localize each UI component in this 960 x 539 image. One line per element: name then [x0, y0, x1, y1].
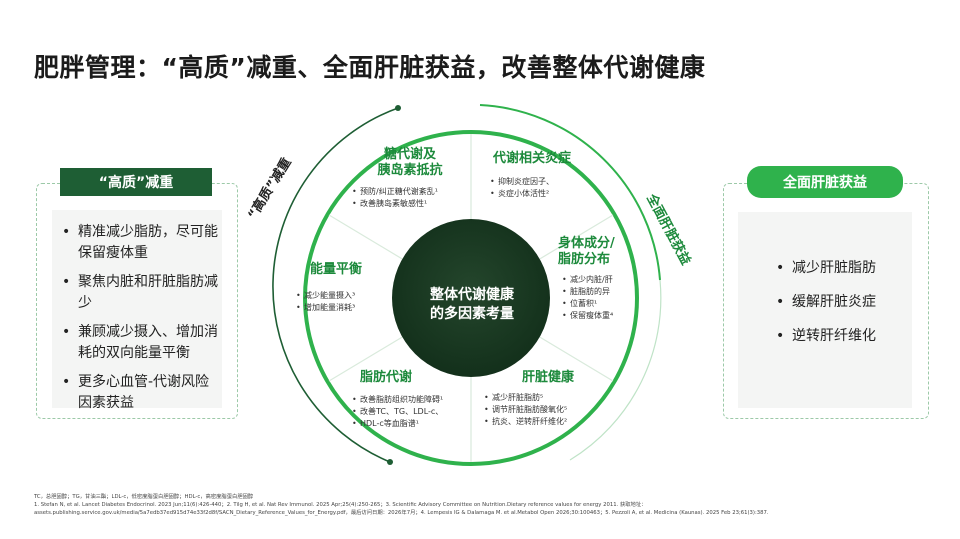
- footnote-references-1: 1. Stefan N, et al. Lancet Diabetes Endo…: [34, 502, 647, 508]
- ring-dividers: [328, 134, 614, 462]
- list-item: 位蓄积¹: [562, 298, 613, 310]
- center-line-1: 整体代谢健康: [430, 287, 514, 303]
- list-item: 缓解肝脏炎症: [776, 292, 906, 312]
- right-panel-list: 减少肝脏脂肪 缓解肝脏炎症 逆转肝纤维化: [776, 258, 906, 360]
- list-item: 改善TC、TG、LDL-c、: [352, 406, 443, 418]
- segment-body-title: 身体成分/ 脂肪分布: [558, 236, 638, 268]
- segment-title-text: 身体成分/ 脂肪分布: [558, 236, 615, 267]
- segment-glucose-items: 预防/纠正糖代谢紊乱¹ 改善胰岛素敏感性¹: [352, 186, 438, 210]
- list-item: 更多心血管-代谢风险因素获益: [62, 372, 222, 414]
- segment-inflammation-items: 抑制炎症因子、 炎症小体活性²: [490, 176, 554, 200]
- list-item: 改善胰岛素敏感性¹: [352, 198, 438, 210]
- segment-lipid-title: 脂肪代谢: [359, 370, 412, 385]
- segment-energy-title: 能量平衡: [309, 262, 362, 277]
- segment-lipid-items: 改善脂肪组织功能障碍¹ 改善TC、TG、LDL-c、 HDL-c等血脂谱¹: [352, 394, 443, 430]
- center-line-2: 的多因素考量: [430, 306, 514, 322]
- list-item: 减少肝脏脂肪⁵: [484, 392, 567, 404]
- outer-arc-right-grey: [569, 279, 662, 461]
- list-item: 聚焦内脏和肝脏脂肪减少: [62, 272, 222, 314]
- list-item: 抑制炎症因子、: [490, 176, 554, 188]
- right-panel-tag: 全面肝脏获益: [747, 166, 903, 198]
- segment-body-items: 减少内脏/肝 脏脂肪的异 位蓄积¹ 保留瘦体重⁴: [562, 274, 613, 322]
- arc-end-dot: [395, 105, 401, 111]
- list-item: 兼顾减少摄入、增加消耗的双向能量平衡: [62, 322, 222, 364]
- footnote-references-2: assets.publishing.service.gov.uk/media/5…: [34, 510, 769, 516]
- list-item: 保留瘦体重⁴: [562, 310, 613, 322]
- list-item: 增加能量消耗³: [296, 302, 355, 314]
- footnote-abbreviations: TC，总胆固醇；TG，甘油三酯；LDL-c，低密度脂蛋白胆固醇；HDL-c，高密…: [34, 494, 254, 500]
- list-item: 精准减少脂肪，尽可能保留瘦体重: [62, 222, 222, 264]
- segment-title-text: 糖代谢及 胰岛素抵抗: [377, 147, 443, 178]
- list-item: 减少能量摄入³: [296, 290, 355, 302]
- center-circle: [392, 219, 550, 377]
- segment-liver-title: 肝脏健康: [521, 370, 574, 385]
- list-item: 逆转肝纤维化: [776, 326, 906, 346]
- list-item: 调节肝脏脂肪酸氧化⁵: [484, 404, 567, 416]
- segment-glucose-title: 糖代谢及 胰岛素抵抗: [370, 147, 450, 179]
- list-item: 脏脂肪的异: [562, 286, 613, 298]
- list-item: HDL-c等血脂谱¹: [352, 418, 443, 430]
- outer-arc-right: [479, 104, 661, 281]
- list-item: 减少内脏/肝: [562, 274, 613, 286]
- segment-inflammation-title: 代谢相关炎症: [492, 151, 571, 166]
- left-panel-tag: “高质”减重: [60, 168, 212, 196]
- list-item: 减少肝脏脂肪: [776, 258, 906, 278]
- list-item: 炎症小体活性²: [490, 188, 554, 200]
- outer-arc-left: [272, 107, 399, 463]
- list-item: 抗炎、逆转肝纤维化²: [484, 416, 567, 428]
- list-item: 改善脂肪组织功能障碍¹: [352, 394, 443, 406]
- page-title: 肥胖管理：“高质”减重、全面肝脏获益，改善整体代谢健康: [34, 53, 706, 82]
- list-item: 预防/纠正糖代谢紊乱¹: [352, 186, 438, 198]
- segment-energy-items: 减少能量摄入³ 增加能量消耗³: [296, 290, 355, 314]
- center-label: 整体代谢健康 的多因素考量: [404, 286, 540, 324]
- arc-end-dot: [387, 459, 393, 465]
- segment-liver-items: 减少肝脏脂肪⁵ 调节肝脏脂肪酸氧化⁵ 抗炎、逆转肝纤维化²: [484, 392, 567, 428]
- left-panel-list: 精准减少脂肪，尽可能保留瘦体重 聚焦内脏和肝脏脂肪减少 兼顾减少摄入、增加消耗的…: [62, 222, 222, 422]
